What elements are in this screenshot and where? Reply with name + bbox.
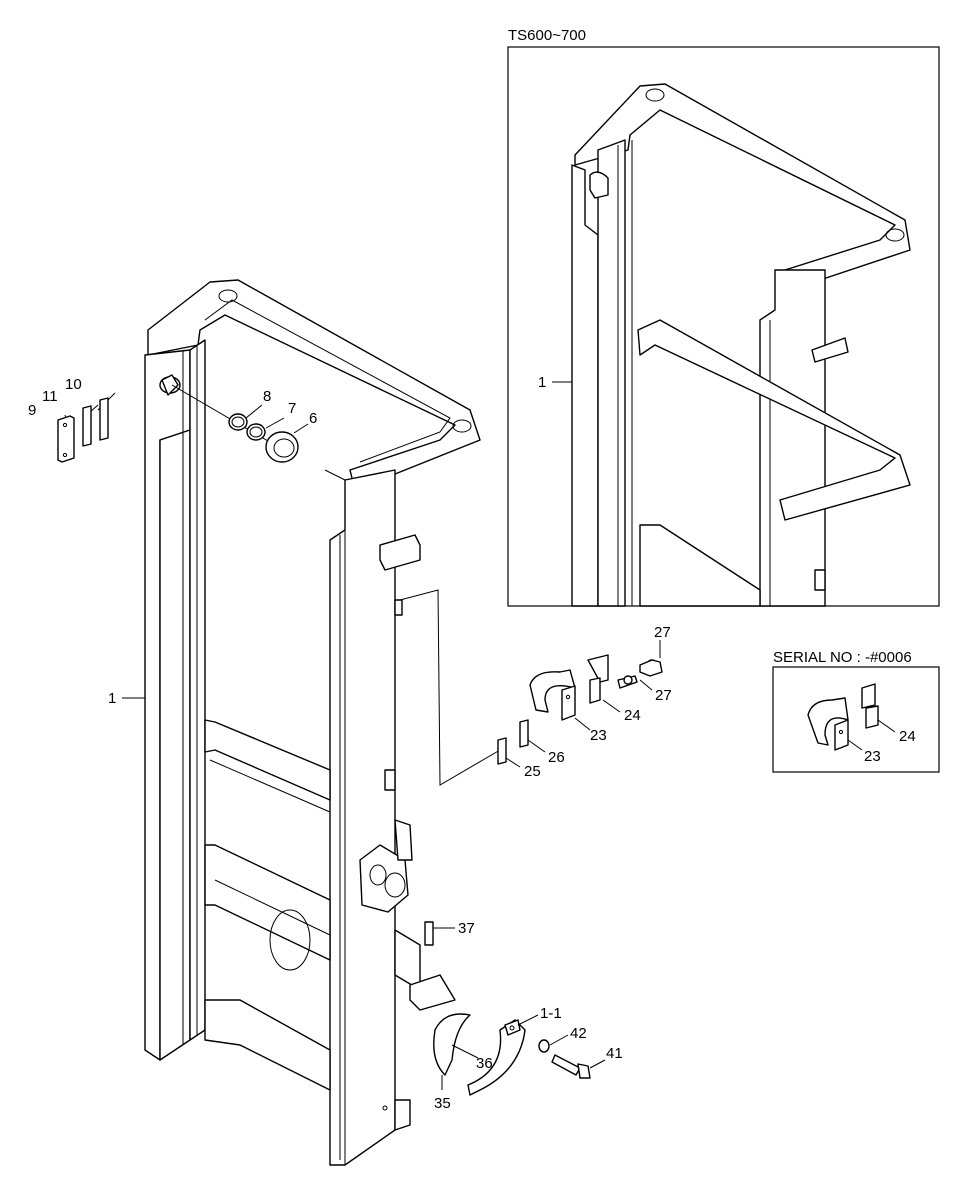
inset-serial-frame bbox=[772, 666, 940, 773]
model-variant-label: TS600~700 bbox=[508, 27, 586, 44]
callout-11: 11 bbox=[42, 388, 58, 405]
callout-26: 26 bbox=[548, 749, 565, 766]
callout-23-serial: 23 bbox=[864, 748, 881, 765]
shaft-parts-6-7-8 bbox=[159, 374, 309, 463]
callout-1-main: 1 bbox=[108, 690, 116, 707]
bracket-parts-9-10-11 bbox=[57, 397, 109, 463]
clamp-parts-23-27 bbox=[497, 640, 663, 768]
outer-mast-assembly bbox=[144, 279, 481, 1166]
callout-25: 25 bbox=[524, 763, 541, 780]
callout-24-serial: 24 bbox=[899, 728, 916, 745]
callout-37: 37 bbox=[458, 920, 475, 937]
callout-36: 36 bbox=[476, 1055, 493, 1072]
callout-1-1: 1-1 bbox=[540, 1005, 562, 1022]
callout-7: 7 bbox=[288, 400, 296, 417]
callout-24: 24 bbox=[624, 707, 641, 724]
callout-42: 42 bbox=[570, 1025, 587, 1042]
callout-6: 6 bbox=[309, 410, 317, 427]
callout-9: 9 bbox=[28, 402, 36, 419]
callout-23: 23 bbox=[590, 727, 607, 744]
bearing-parts-35-42 bbox=[424, 921, 606, 1096]
inset-serial-clamp bbox=[807, 683, 896, 751]
callout-27-top: 27 bbox=[654, 624, 671, 641]
callout-35: 35 bbox=[434, 1095, 451, 1112]
callout-1-inset: 1 bbox=[538, 374, 546, 391]
callout-27-bottom: 27 bbox=[655, 687, 672, 704]
callout-41: 41 bbox=[606, 1045, 623, 1062]
serial-number-label: SERIAL NO : -#0006 bbox=[773, 649, 912, 666]
inset-ts600-700-mast bbox=[552, 83, 911, 607]
callout-8: 8 bbox=[263, 388, 271, 405]
callout-10: 10 bbox=[65, 376, 82, 393]
